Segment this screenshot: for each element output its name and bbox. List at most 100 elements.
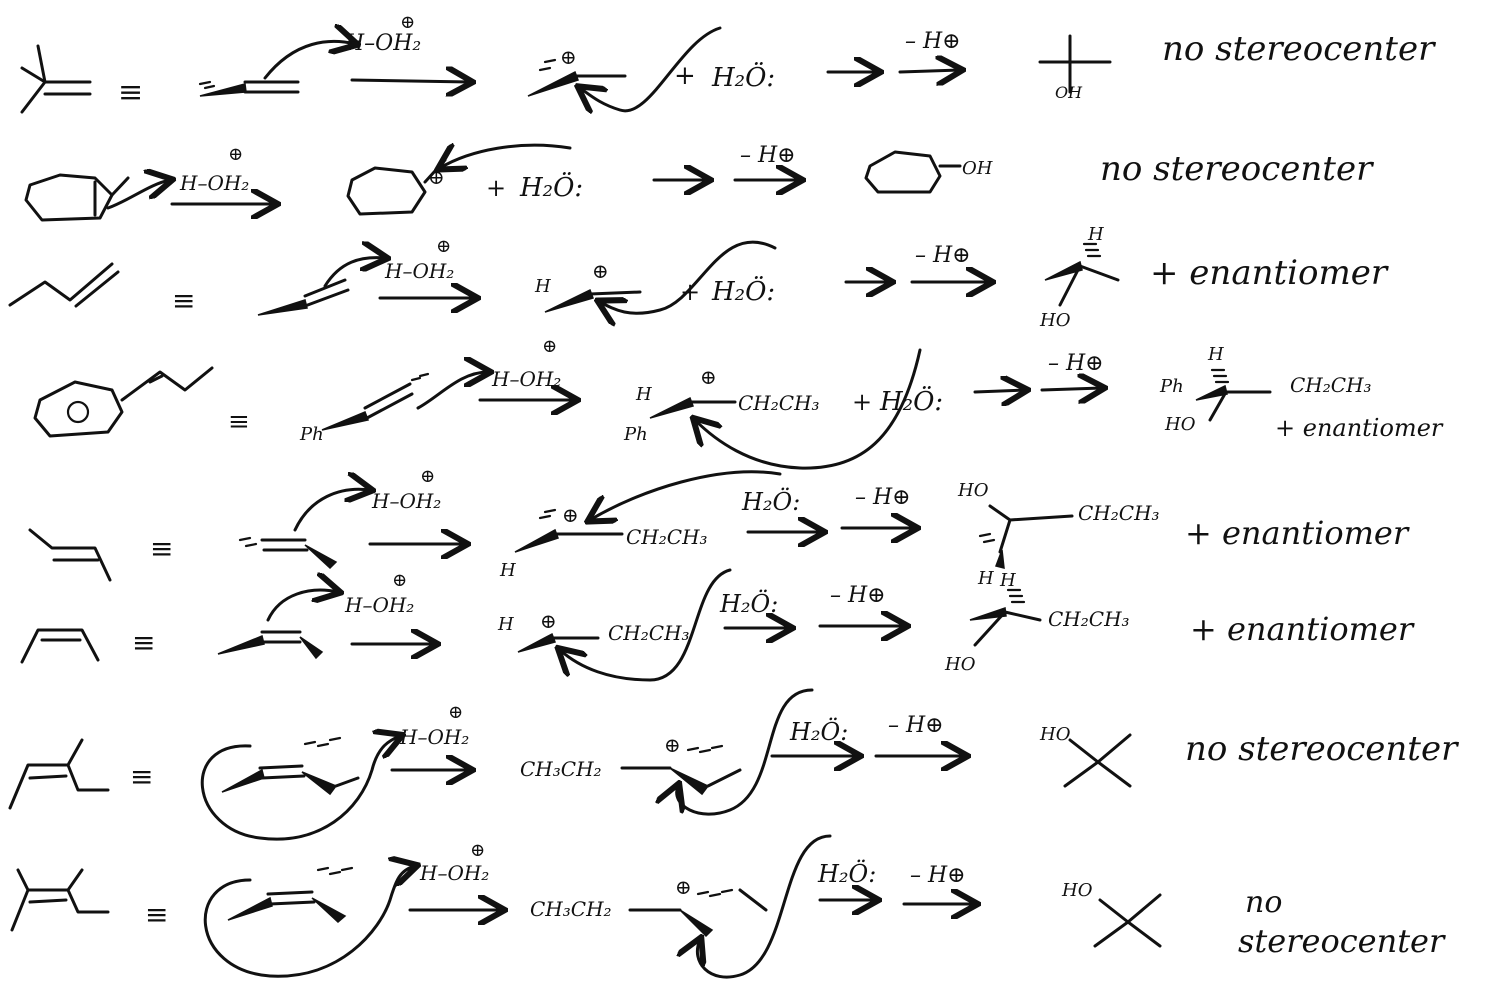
- result-label: + enantiomer: [1150, 253, 1389, 293]
- result-label: + enantiomer: [1275, 414, 1444, 442]
- curved-arrow: [440, 145, 572, 168]
- alkene-wedge-5: [238, 536, 338, 570]
- reagent: H–OH₂: [344, 31, 421, 56]
- deprotonation: – H⊕: [915, 243, 971, 268]
- plus-sign: +: [486, 174, 506, 202]
- row-7: ≡ H–OH₂ ⊕ CH₃CH₂ ⊕ H₂Ö: – H⊕ HO no stere…: [8, 688, 1459, 841]
- curved-arrow: [695, 348, 922, 470]
- curved-arrow: [203, 866, 415, 978]
- equiv-sign: ≡: [150, 532, 173, 565]
- curved-arrow: [293, 489, 370, 532]
- alkene-wedge-4: [321, 372, 430, 431]
- product-substituent: CH₂CH₃: [1290, 373, 1372, 397]
- alkene-wedge-6: [217, 630, 324, 660]
- curved-arrow: [697, 834, 832, 979]
- product-ph: Ph: [1159, 376, 1184, 397]
- alkene-wedge-8: [227, 866, 354, 924]
- cation-substituent: CH₃CH₂: [530, 897, 612, 921]
- carbocation-5: [514, 508, 624, 553]
- product-label: HO: [1039, 310, 1071, 331]
- curved-arrow: [263, 41, 355, 80]
- product-label: HO: [1039, 724, 1071, 745]
- curved-arrow: [560, 568, 732, 682]
- water: H₂Ö:: [711, 275, 775, 307]
- cation-substituent: CH₃CH₂: [520, 757, 602, 781]
- result-line-2: stereocenter: [1238, 922, 1446, 960]
- product-label: HO: [944, 654, 976, 675]
- deprotonation: – H⊕: [888, 713, 944, 738]
- cation-h: H: [635, 384, 652, 405]
- alkene-skeletal-8: [10, 868, 110, 932]
- reaction-arrow: [973, 390, 1025, 392]
- curved-arrow: [580, 26, 722, 111]
- product-substituent: CH₂CH₃: [1048, 607, 1130, 631]
- reagent-charge: ⊕: [400, 12, 415, 33]
- alkene-skeletal-7: [8, 738, 110, 810]
- product-4: [1195, 368, 1272, 422]
- water: H₂Ö:: [711, 61, 775, 93]
- equiv-sign: ≡: [145, 898, 168, 931]
- reagent-charge: ⊕: [470, 840, 485, 861]
- cation-charge: ⊕: [664, 733, 681, 757]
- result-label: no stereocenter: [1100, 149, 1374, 189]
- deprotonation: – H⊕: [910, 863, 966, 888]
- result-label: no stereocenter: [1185, 729, 1459, 769]
- reagent-charge: ⊕: [228, 144, 243, 165]
- water: H₂Ö:: [719, 589, 778, 618]
- result-line-1: no: [1245, 885, 1282, 920]
- alkene-skeletal-6: [20, 628, 100, 664]
- product-label: HO: [957, 480, 989, 501]
- alkene-wedge-3: [257, 278, 350, 316]
- reagent: H–OH₂: [371, 489, 441, 513]
- reagent-charge: ⊕: [542, 336, 557, 357]
- deprotonation: – H⊕: [855, 485, 911, 510]
- reagent: H–OH₂: [399, 725, 469, 749]
- alkene-skeletal-1: [20, 44, 92, 114]
- row-5: ≡ H–OH₂ ⊕ H ⊕ CH₂CH₃ H₂Ö: – H⊕ HO H CH₂C…: [28, 466, 1410, 589]
- curved-arrow: [106, 180, 170, 210]
- product-label: HO: [1061, 880, 1093, 901]
- cation-charge: ⊕: [560, 45, 577, 69]
- deprotonation: – H⊕: [1048, 351, 1104, 376]
- product-h: H: [999, 570, 1016, 591]
- cation-charge: ⊕: [592, 259, 609, 283]
- carbocation-3: [544, 288, 642, 313]
- reagent: H–OH₂: [179, 171, 249, 195]
- cation-substituent: CH₂CH₃: [626, 525, 708, 549]
- product-substituent: CH₂CH₃: [1078, 501, 1160, 525]
- curved-arrow: [677, 688, 814, 816]
- water: H₂Ö:: [817, 859, 876, 888]
- cation-charge: ⊕: [700, 365, 717, 389]
- reaction-arrow: [1040, 388, 1102, 390]
- water: H₂Ö:: [789, 717, 848, 746]
- product-h: H: [1087, 224, 1104, 245]
- carbocation-4: [649, 396, 737, 419]
- row-6: ≡ H–OH₂ ⊕ H ⊕ CH₂CH₃ H₂Ö: – H⊕ H HO CH₂C…: [20, 568, 1415, 682]
- result-label: no stereocenter: [1162, 29, 1436, 69]
- row-2: H–OH₂ ⊕ ⊕ + H₂Ö: – H⊕ OH no stereocenter: [24, 143, 1374, 222]
- cation-h: H: [497, 614, 514, 635]
- cation-substituent: CH₂CH₃: [608, 621, 690, 645]
- result-label: + enantiomer: [1190, 610, 1415, 648]
- water: H₂Ö:: [741, 487, 800, 516]
- cation-h: H: [534, 276, 551, 297]
- reaction-arrow: [898, 70, 960, 72]
- start-ph: Ph: [299, 424, 324, 445]
- curved-arrow: [600, 240, 777, 313]
- row-8: ≡ H–OH₂ ⊕ CH₃CH₂ ⊕ H₂Ö: – H⊕ HO no stere…: [10, 834, 1446, 979]
- reagent: H–OH₂: [419, 861, 489, 885]
- reagent: H–OH₂: [491, 367, 561, 391]
- cation-charge: ⊕: [540, 609, 557, 633]
- carbocation-8: [628, 888, 768, 938]
- alkene-skeletal-5: [28, 528, 112, 582]
- curved-arrow: [266, 590, 338, 622]
- equiv-sign: ≡: [132, 626, 155, 659]
- product-6: [969, 588, 1042, 647]
- curved-arrow: [200, 736, 400, 841]
- curved-arrow: [323, 258, 385, 288]
- product-cyclohexanol: [864, 150, 962, 194]
- product-5: [978, 504, 1074, 569]
- water: H₂Ö:: [519, 171, 583, 203]
- equiv-sign: ≡: [228, 407, 250, 437]
